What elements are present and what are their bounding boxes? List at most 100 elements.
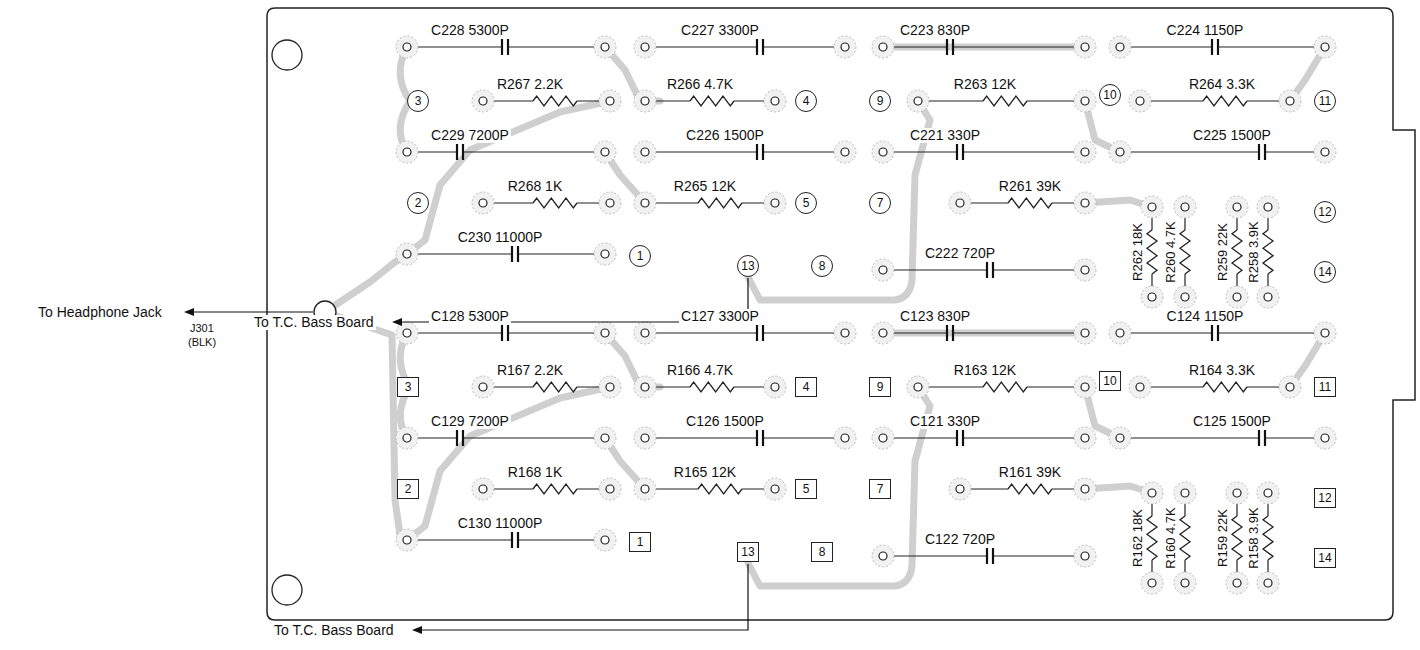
pad-number-square: 1: [629, 532, 651, 552]
solder-pad: [771, 383, 779, 391]
pad-land: [764, 376, 786, 398]
solder-pad: [606, 97, 614, 105]
part-label: C230 11000P: [456, 230, 545, 245]
part-label: C224 1150P: [1165, 23, 1246, 38]
capacitor-symbol: [962, 430, 964, 446]
capacitor-symbol: [1264, 430, 1266, 446]
copper-traces: [325, 47, 1325, 586]
capacitor-symbol: [501, 39, 503, 55]
capacitor-symbol: [1211, 325, 1213, 341]
callout-number: 2: [415, 197, 422, 209]
part-label: C123 830P: [898, 309, 972, 324]
pad-land: [834, 36, 856, 58]
capacitor-symbol: [962, 144, 964, 160]
solder-pad: [479, 383, 487, 391]
lead-wire: [763, 151, 845, 152]
callout-number: 4: [803, 95, 810, 107]
pad-land: [1109, 322, 1131, 344]
arrowhead: [412, 626, 422, 634]
solder-pad: [1181, 293, 1189, 301]
pad-land: [949, 478, 971, 500]
pad-land: [872, 545, 894, 567]
solder-pad: [1264, 579, 1272, 587]
pad-number-square: 9: [869, 377, 891, 397]
part-label: R261 39K: [997, 179, 1063, 194]
solder-pad: [1181, 579, 1189, 587]
pad-land: [396, 36, 418, 58]
solder-pad: [601, 250, 609, 258]
pad-land: [1314, 322, 1336, 344]
capacitor-symbol: [1258, 144, 1260, 160]
pad-land: [634, 376, 656, 398]
solder-pad: [1321, 43, 1329, 51]
pad-number-square: 2: [397, 479, 419, 499]
solder-pad: [1286, 97, 1294, 105]
solder-pad: [841, 434, 849, 442]
solder-pad: [879, 43, 887, 51]
lead-wire: [518, 253, 605, 254]
copper-trace: [407, 387, 610, 540]
solder-pad: [1116, 148, 1124, 156]
solder-pad: [606, 383, 614, 391]
solder-pad: [1081, 383, 1089, 391]
pad-number-square: 7: [869, 479, 891, 499]
solder-pad: [1264, 293, 1272, 301]
lead-wire: [883, 269, 987, 270]
pad-land: [1074, 427, 1096, 449]
part-label: C222 720P: [923, 246, 997, 261]
resistor-symbol: [690, 382, 734, 392]
solder-pad: [771, 97, 779, 105]
solder-pad: [879, 266, 887, 274]
pad-land: [634, 36, 656, 58]
callout-number: 14: [1318, 266, 1331, 278]
solder-pad: [1116, 329, 1124, 337]
capacitor-symbol: [946, 39, 948, 55]
capacitor-symbol: [756, 325, 758, 341]
pad-number-square: 10: [1099, 371, 1121, 391]
capacitor-symbol: [507, 325, 509, 341]
pad-land: [599, 90, 621, 112]
part-label: C225 1500P: [1191, 128, 1273, 143]
resistor-symbol: [1180, 516, 1190, 560]
part-label: R161 39K: [997, 465, 1063, 480]
solder-pad: [1233, 293, 1241, 301]
callout-number: 14: [1318, 552, 1331, 564]
part-label: R268 1K: [506, 179, 564, 194]
part-label: R266 4.7K: [665, 77, 735, 92]
solder-pad: [641, 329, 649, 337]
pad-land: [594, 322, 616, 344]
resistor-symbol: [983, 382, 1027, 392]
part-label: C228 5300P: [429, 23, 511, 38]
part-label: C130 11000P: [456, 516, 545, 531]
part-label: C126 1500P: [684, 414, 766, 429]
lead-wire: [463, 151, 605, 152]
part-label: C227 3300P: [679, 23, 761, 38]
callout-number: 10: [1103, 375, 1116, 387]
solder-pad: [1321, 329, 1329, 337]
part-label: R267 2.2K: [495, 77, 565, 92]
capacitor-symbol: [986, 548, 988, 564]
solder-pad: [1081, 434, 1089, 442]
pad-land: [594, 243, 616, 265]
pad-land: [1109, 141, 1131, 163]
callout-number: 11: [1319, 95, 1331, 107]
lead-wire: [1120, 332, 1212, 333]
part-label: C124 1150P: [1165, 309, 1246, 324]
part-label: To Headphone Jack: [36, 305, 164, 320]
pad-land: [1257, 286, 1279, 308]
solder-pad: [1148, 293, 1156, 301]
pad-land: [396, 529, 418, 551]
pad-land: [1279, 376, 1301, 398]
solder-pad: [601, 148, 609, 156]
part-label-vertical: R258 3.9K: [1247, 219, 1261, 284]
capacitor-symbol: [756, 39, 758, 55]
part-label: C226 1500P: [684, 128, 766, 143]
callout-number: 10: [1103, 89, 1116, 101]
pad-land: [634, 90, 656, 112]
pad-land: [1074, 141, 1096, 163]
pad-land: [1129, 376, 1151, 398]
lead-wire: [763, 437, 845, 438]
pad-land: [872, 141, 894, 163]
solder-pad: [1321, 434, 1329, 442]
